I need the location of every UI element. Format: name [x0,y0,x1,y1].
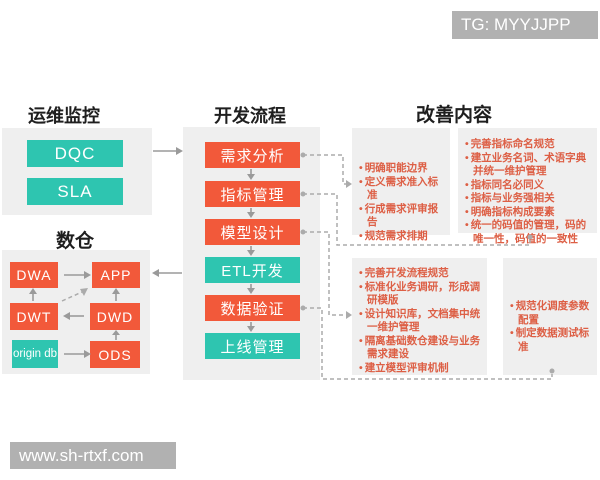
flow-step-model-design: 模型设计 [205,219,300,245]
node-origin-db: origin db [12,340,58,368]
node-app: APP [92,262,140,288]
flow-step-etl-development: ETL开发 [205,257,300,283]
bullet-item: 建立业务名词、术语字典并统一维护管理 [465,152,593,179]
bullet-item: 规范需求排期 [359,230,446,244]
bullet-item: 建立模型评审机制 [359,362,485,376]
section-title-data-warehouse: 数仓 [56,231,95,252]
improvement-panel-indicators: 完善指标命名规范建立业务名词、术语字典并统一维护管理指标同名必同义指标与业务强相… [458,128,597,245]
improvement-panel-requirements: 明确职能边界定义需求准入标准行成需求评审报告规范需求排期 [352,128,450,242]
bullet-item: 指标同名必同义 [465,179,593,193]
node-dwt: DWT [10,303,58,330]
bullet-list-process: 完善开发流程规范标准化业务调研，形成调研模版设计知识库，文档集中统一维护管理隔离… [352,258,487,375]
bullet-item: 指标与业务强相关 [465,192,593,206]
section-title-dev-process: 开发流程 [214,106,286,126]
section-title-improvements: 改善内容 [416,105,493,126]
bullet-item: 明确职能边界 [359,162,446,176]
bullet-list-requirements: 明确职能边界定义需求准入标准行成需求评审报告规范需求排期 [352,128,450,243]
bullet-item: 完善开发流程规范 [359,267,485,281]
flow-step-indicator-management: 指标管理 [205,181,300,207]
section-title-ops-monitoring: 运维监控 [28,106,100,126]
bullet-item: 规范化调度参数配置 [510,300,596,327]
improvement-panel-process: 完善开发流程规范标准化业务调研，形成调研模版设计知识库，文档集中统一维护管理隔离… [352,258,487,375]
node-dqc: DQC [27,140,123,167]
site-watermark-badge: www.sh-rtxf.com [10,442,176,469]
bullet-item: 定义需求准入标准 [359,176,446,203]
bullet-item: 标准化业务调研，形成调研模版 [359,281,485,308]
flow-step-requirement-analysis: 需求分析 [205,142,300,168]
node-ods: ODS [90,341,140,368]
node-sla: SLA [27,178,123,205]
flow-step-data-validation: 数据验证 [205,295,300,321]
bullet-list-scheduling: 规范化调度参数配置制定数据测试标准 [503,258,597,354]
bullet-item: 隔离基础数仓建设与业务需求建设 [359,335,485,362]
improvement-panel-scheduling: 规范化调度参数配置制定数据测试标准 [503,258,597,375]
bullet-item: 行成需求评审报告 [359,203,446,230]
bullet-item: 明确指标构成要素 [465,206,593,220]
arrow-flow-to-app [152,269,182,277]
arrow-dqc-to-flow [153,147,183,155]
bullet-item: 完善指标命名规范 [465,138,593,152]
bullet-list-indicators: 完善指标命名规范建立业务名词、术语字典并统一维护管理指标同名必同义指标与业务强相… [458,128,597,246]
bullet-item: 统一的码值的管理，码的唯一性，码值的一致性 [465,219,593,246]
node-dwa: DWA [10,262,58,288]
bullet-item: 设计知识库，文档集中统一维护管理 [359,308,485,335]
bullet-item: 制定数据测试标准 [510,327,596,354]
flow-step-launch-management: 上线管理 [205,333,300,359]
tg-watermark-badge: TG: MYYJJPP [452,11,598,39]
node-dwd: DWD [90,303,140,330]
